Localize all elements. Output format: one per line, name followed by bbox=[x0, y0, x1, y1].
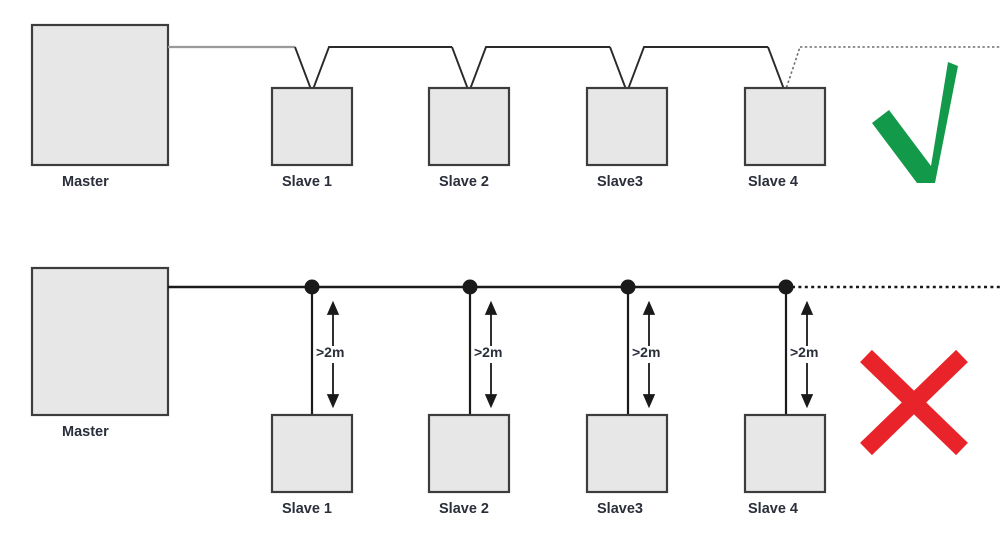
top-chain-slave-3 bbox=[609, 46, 768, 95]
bottom-slave-label-4: Slave 4 bbox=[748, 501, 798, 517]
top-slave-box-4 bbox=[743, 86, 827, 167]
bottom-slave-box-3 bbox=[585, 413, 669, 494]
bottom-dim-arrow-down-4 bbox=[800, 363, 814, 409]
bottom-dim-arrow-down-1 bbox=[326, 363, 340, 409]
top-slave-label-2: Slave 2 bbox=[439, 174, 489, 190]
bottom-dim-arrow-up-1 bbox=[326, 300, 340, 346]
bottom-dim-label-3: >2m bbox=[632, 344, 660, 360]
bottom-slave-box-4 bbox=[743, 413, 827, 494]
bottom-junction-dot-4 bbox=[778, 279, 794, 295]
bottom-dim-label-2: >2m bbox=[474, 344, 502, 360]
bottom-slave-box-2 bbox=[427, 413, 511, 494]
green-check-icon bbox=[872, 62, 958, 183]
bottom-dim-arrow-up-3 bbox=[642, 300, 656, 346]
top-slave-box-1 bbox=[270, 86, 354, 167]
top-bus-continuation-riser bbox=[784, 46, 801, 93]
top-chain-slave-1 bbox=[294, 46, 452, 95]
bottom-dim-label-4: >2m bbox=[790, 344, 818, 360]
bottom-master-box bbox=[30, 266, 170, 417]
top-master-box bbox=[30, 23, 170, 167]
top-chain-slave-4 bbox=[767, 46, 786, 93]
bottom-junction-dot-1 bbox=[304, 279, 320, 295]
bottom-slave-label-3: Slave3 bbox=[597, 501, 643, 517]
bottom-junction-dot-2 bbox=[462, 279, 478, 295]
bottom-dim-label-1: >2m bbox=[316, 344, 344, 360]
bottom-dim-arrow-down-2 bbox=[484, 363, 498, 409]
incorrect-row-group: Master >2m >2m >2m bbox=[30, 266, 1000, 517]
red-cross-icon bbox=[860, 349, 968, 456]
top-slave-box-2 bbox=[427, 86, 511, 167]
top-slave-label-1: Slave 1 bbox=[282, 174, 332, 190]
bottom-junction-dot-3 bbox=[620, 279, 636, 295]
bottom-slave-label-2: Slave 2 bbox=[439, 501, 489, 517]
top-slave-box-3 bbox=[585, 86, 669, 167]
top-master-label: Master bbox=[62, 174, 109, 190]
top-slave-label-3: Slave3 bbox=[597, 174, 643, 190]
bottom-dim-arrow-up-4 bbox=[800, 300, 814, 346]
bottom-dim-arrow-down-3 bbox=[642, 363, 656, 409]
bottom-master-label: Master bbox=[62, 424, 109, 440]
bottom-slave-label-1: Slave 1 bbox=[282, 501, 332, 517]
bottom-dim-arrow-up-2 bbox=[484, 300, 498, 346]
top-slave-label-4: Slave 4 bbox=[748, 174, 798, 190]
correct-row-group: Master Slave 1 Slave 2 Slave3 Slave 4 bbox=[30, 23, 1000, 190]
bottom-slave-box-1 bbox=[270, 413, 354, 494]
top-chain-slave-2 bbox=[451, 46, 610, 95]
